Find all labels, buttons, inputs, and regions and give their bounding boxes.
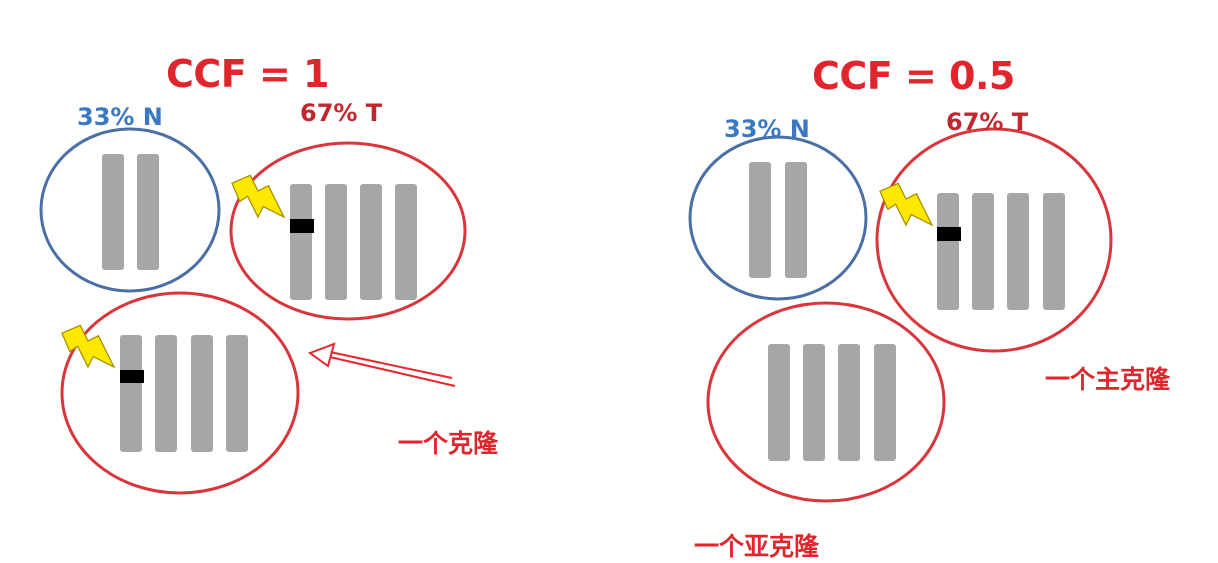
mutation-marker: [290, 219, 314, 233]
right-tumor-cell-main: [875, 127, 1113, 353]
chromosome: [972, 193, 994, 310]
chromosome: [226, 335, 248, 452]
chromosome: [102, 154, 124, 270]
left-title: CCF = 1: [166, 52, 329, 96]
lightning-bolt-icon: [61, 324, 116, 369]
right-normal-cell: [688, 135, 868, 301]
chromosome: [360, 184, 382, 300]
lightning-bolt-icon: [879, 182, 934, 227]
clone-arrow: [307, 342, 456, 387]
chromosome: [137, 154, 159, 270]
left-clone-label: 一个克隆: [398, 429, 499, 458]
chromosome: [838, 344, 860, 461]
left-tumor-cell-1: [229, 141, 467, 321]
chromosome: [749, 162, 771, 278]
chromosome: [395, 184, 417, 300]
chromosome: [155, 335, 177, 452]
chromosome: [325, 184, 347, 300]
chromosome: [937, 193, 959, 310]
lightning-bolt-icon: [231, 174, 286, 219]
chromosome: [803, 344, 825, 461]
right-normal-percentage: 33% N: [724, 115, 810, 143]
left-normal-cell: [39, 127, 221, 293]
chromosome: [290, 184, 312, 300]
chromosome: [1043, 193, 1065, 310]
chromosome: [120, 335, 142, 452]
chromosome: [874, 344, 896, 461]
right-main-clone-label: 一个主克隆: [1045, 365, 1171, 394]
mutation-marker: [937, 227, 961, 241]
left-normal-percentage: 33% N: [77, 103, 163, 131]
chromosome: [191, 335, 213, 452]
left-tumor-percentage: 67% T: [300, 99, 383, 127]
right-tumor-percentage: 67% T: [946, 108, 1029, 136]
right-subclone-label: 一个亚克隆: [694, 532, 820, 561]
right-tumor-cell-sub: [706, 301, 946, 503]
chromosome: [785, 162, 807, 278]
chromosome: [768, 344, 790, 461]
mutation-marker: [120, 370, 144, 383]
left-tumor-cell-2: [60, 291, 300, 495]
chromosome: [1007, 193, 1029, 310]
right-title: CCF = 0.5: [812, 54, 1015, 98]
